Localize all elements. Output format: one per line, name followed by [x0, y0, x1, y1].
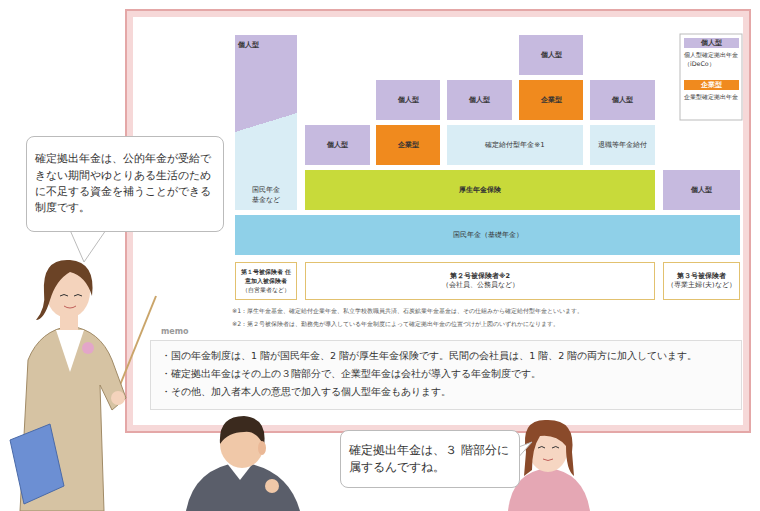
node-text: 個人型 [327, 140, 348, 150]
node-text: 個人型 [612, 95, 633, 105]
node-text: 国民年金（基礎年金） [453, 230, 523, 240]
legend-frame [680, 34, 742, 120]
node-text: ・確定拠出年金はその上の３階部分で、企業型年金は会社が導入する年金制度です。 [161, 365, 541, 383]
node-text: 第３号被保険者 [677, 272, 726, 281]
node-text: 企業型 [398, 140, 419, 150]
speech-bubble: 確定拠出年金は、３ 階部分に属するんですね。 [340, 430, 520, 488]
node-text: 個人型 [541, 50, 562, 60]
tier-box: 個人型 [590, 80, 655, 120]
legend-swatch-text: 個人型 [684, 38, 739, 48]
node-text: 確定拠出年金は、公的年金が受給できない期間やゆとりある生活のために不足する資金を… [35, 151, 215, 216]
tier-box: 退職等年金給付 [590, 125, 655, 165]
tier-box: 個人型 [519, 35, 583, 75]
node-text: 個人型 [691, 185, 712, 195]
bubble-tail [70, 230, 106, 262]
board-surface [133, 17, 743, 425]
insured-box: 第１号被保険者 任意加入被保険者（自営業者など） [235, 262, 297, 300]
legend-text: 企業型確定拠出年金 [684, 93, 740, 102]
node-text: 企業型 [541, 95, 562, 105]
memo-box: memo・国の年金制度は、1 階が国民年金、2 階が厚生年金保険です。民間の会社… [150, 340, 742, 410]
node-text: ・その他、加入者本人の意思で加入する個人型年金もあります。 [161, 383, 451, 401]
node-text: 退職等年金給付 [598, 140, 647, 150]
insured-box: 第２号被保険者※2（会社員、公務員など） [305, 262, 655, 300]
tier-box: 企業型 [519, 80, 583, 120]
node-text: （会社員、公務員など） [442, 281, 519, 290]
node-text: 第２号被保険者※2 [450, 272, 510, 281]
insured-box: 第３号被保険者（専業主婦(夫)など） [663, 262, 740, 300]
memo-heading: memo [161, 328, 189, 336]
legend-swatch-text: 企業型 [684, 80, 739, 90]
node-text: （専業主婦(夫)など） [667, 281, 735, 290]
node-text: 個人型 [238, 40, 259, 50]
tier-box: 個人型 [305, 125, 370, 165]
footnote: ※1：厚生年金基金、確定給付企業年金、私立学校教職員共済、石炭鉱業年金基金は、そ… [232, 306, 742, 316]
woman-figure [508, 420, 590, 511]
tier-box: 個人型 [663, 170, 740, 210]
teacher-figure [10, 260, 156, 511]
tier-box: 個人型 [447, 80, 512, 120]
node-text: 厚生年金保険 [459, 185, 501, 195]
footnote: ※2：第２号被保険者は、勤務先が導入している年金制度によって確定拠出年金の位置づ… [232, 319, 742, 329]
node-text: 国民年金基金など [249, 185, 283, 205]
node-text: 第１号被保険者 任意加入被保険者 [239, 268, 293, 286]
tier-box: 企業型 [376, 125, 440, 165]
man-figure [186, 416, 300, 511]
tier-bar: 厚生年金保険 [305, 170, 655, 210]
tier-box: 個人型 [376, 80, 440, 120]
tier-box: 確定給付型年金※1 [447, 125, 583, 165]
node-text: 個人型 [469, 95, 490, 105]
speech-bubble: 確定拠出年金は、公的年金が受給できない期間やゆとりある生活のために不足する資金を… [26, 136, 224, 232]
node-text: 確定給付型年金※1 [485, 140, 544, 150]
node-text: （自営業者など） [242, 286, 290, 295]
node-text: 個人型 [398, 95, 419, 105]
tier-bar: 国民年金（基礎年金） [235, 215, 740, 255]
node-text: 確定拠出年金は、３ 階部分に属するんですね。 [349, 442, 511, 477]
legend-text: 個人型確定拠出年金（iDeCo） [684, 51, 740, 68]
tall-column: 個人型国民年金基金など [235, 35, 297, 210]
node-text: ・国の年金制度は、1 階が国民年金、2 階が厚生年金保険です。民間の会社員は、1… [161, 347, 697, 365]
